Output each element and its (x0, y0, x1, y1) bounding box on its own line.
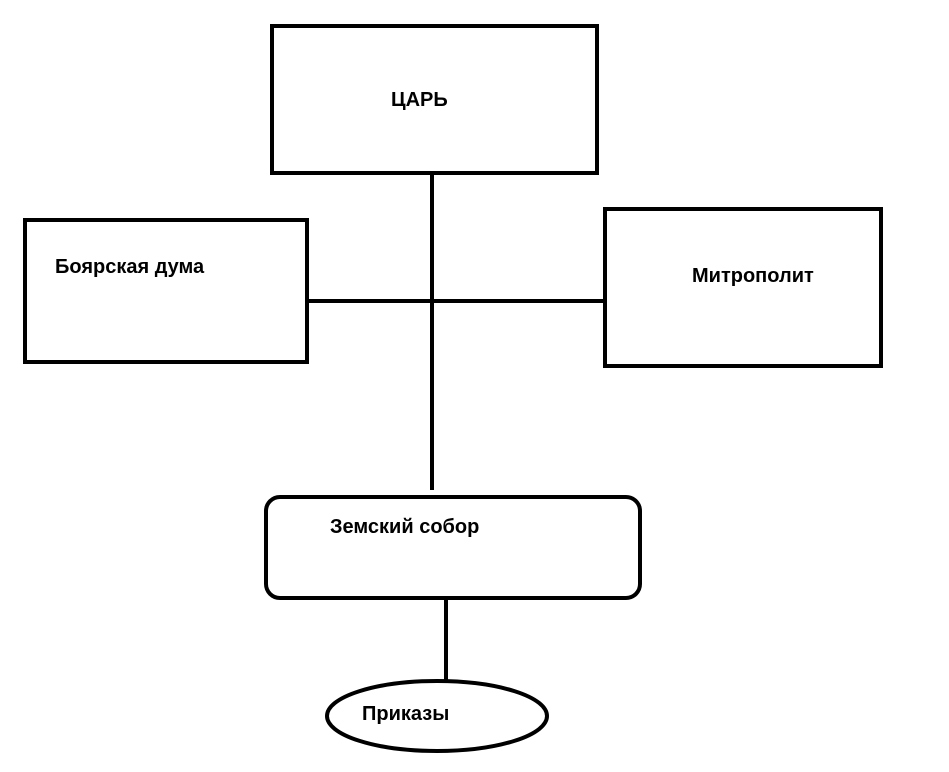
node-prikazy-ellipse (325, 679, 549, 753)
node-metropolitan-label: Митрополит (692, 265, 814, 287)
node-metropolitan-box (603, 207, 883, 368)
node-tsar-box (270, 24, 599, 175)
node-boyar-duma-box (23, 218, 309, 364)
node-zemsky-sobor-label: Земский собор (330, 516, 479, 538)
node-prikazy-label: Приказы (362, 703, 449, 725)
node-tsar: ЦАРЬ (270, 24, 599, 175)
node-metropolitan: Митрополит (603, 207, 883, 368)
node-boyar-duma-label: Боярская дума (55, 256, 205, 278)
node-prikazy: Приказы (325, 679, 549, 753)
node-boyar-duma: Боярская дума (23, 218, 309, 364)
node-zemsky-sobor-box (264, 495, 642, 600)
node-zemsky-sobor: Земский собор (264, 495, 642, 600)
node-tsar-label: ЦАРЬ (391, 89, 448, 111)
